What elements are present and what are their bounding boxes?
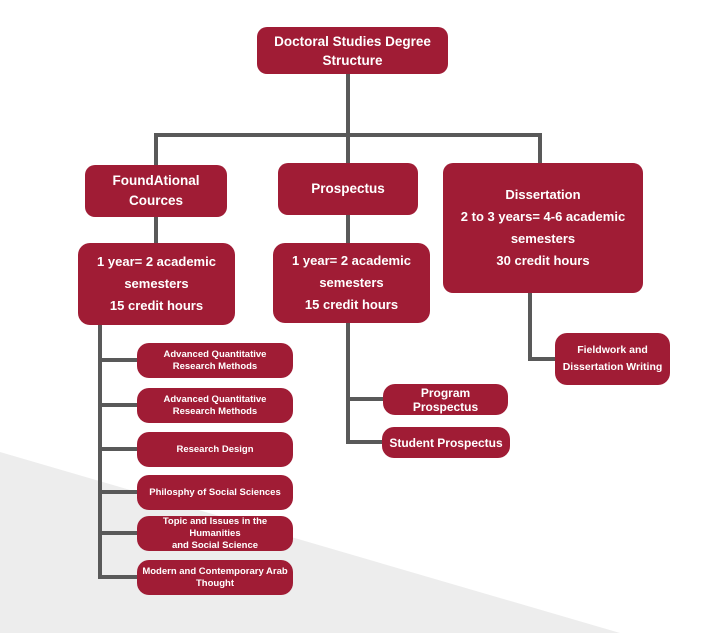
connector-dissertation-trunk (528, 293, 532, 361)
course-node: Topic and Issues in the Humanities and S… (137, 516, 293, 551)
student-prospectus-node: Student Prospectus (382, 427, 510, 458)
connector-student-stub (346, 440, 384, 444)
program-prospectus-node: Program Prospectus (383, 384, 508, 415)
fieldwork-dissertation-writing-node: Fieldwork and Dissertation Writing (555, 333, 670, 385)
connector-course-stub (98, 575, 139, 579)
connector-drop-foundational (154, 133, 158, 167)
connector-courses-trunk (98, 323, 102, 579)
connector-course-stub (98, 531, 139, 535)
course-node: Advanced Quantitative Research Methods (137, 388, 293, 423)
connector-fieldwork-stub (528, 357, 557, 361)
connector-drop-prospectus (346, 133, 350, 165)
course-node: Research Design (137, 432, 293, 467)
branch-dissertation: Dissertation 2 to 3 years= 4-6 academic … (443, 163, 643, 293)
connector-root-vertical (346, 73, 350, 137)
root-node: Doctoral Studies Degree Structure (257, 27, 448, 74)
connector-prospectus-trunk (346, 321, 350, 444)
connector-course-stub (98, 403, 139, 407)
course-node: Philosphy of Social Sciences (137, 475, 293, 510)
connector-drop-dissertation (538, 133, 542, 165)
connector-prospectus-duration (346, 213, 350, 245)
connector-foundational-duration (154, 215, 158, 245)
connector-program-stub (346, 397, 385, 401)
prospectus-duration-node: 1 year= 2 academic semesters 15 credit h… (273, 243, 430, 323)
course-node: Advanced Quantitative Research Methods (137, 343, 293, 378)
branch-prospectus: Prospectus (278, 163, 418, 215)
connector-course-stub (98, 447, 139, 451)
course-node: Modern and Contemporary Arab Thought (137, 560, 293, 595)
connector-course-stub (98, 358, 139, 362)
branch-foundational-courses: FoundAtional Cources (85, 165, 227, 217)
connector-course-stub (98, 490, 139, 494)
foundational-duration-node: 1 year= 2 academic semesters 15 credit h… (78, 243, 235, 325)
